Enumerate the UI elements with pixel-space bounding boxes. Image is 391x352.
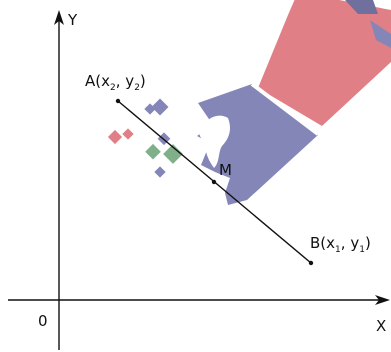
paint-dab-green-1 (145, 143, 161, 160)
point-a-x-sub: 2 (110, 83, 116, 93)
segment-ab (115, 98, 314, 266)
x-axis-arrow-icon (375, 295, 390, 305)
point-m (211, 179, 217, 185)
paint-dab-purple-top (151, 98, 169, 116)
point-a (115, 98, 121, 104)
paint-dab-pink-2 (122, 128, 134, 140)
paint-dab-pink-1 (107, 129, 123, 145)
brush-ferrule (197, 84, 318, 205)
point-a-y-var: y (125, 72, 134, 90)
brush-cap-side (370, 20, 391, 48)
point-b-x-var: x (326, 234, 335, 252)
brush-gap (250, 82, 320, 136)
brush-bristle-tip (199, 115, 230, 168)
point-b-label: B(x1, y1) (310, 234, 371, 255)
coordinate-axes: Y X 0 (8, 10, 390, 350)
y-axis-label: Y (67, 11, 78, 29)
point-b (308, 260, 314, 266)
point-a-x-var: x (101, 72, 110, 90)
paint-brush-icon (107, 0, 391, 205)
point-a-label: A(x2, y2) (85, 72, 146, 93)
point-a-y-sub: 2 (134, 83, 140, 93)
point-a-name: A (85, 72, 96, 90)
origin-label: 0 (38, 312, 48, 330)
x-axis-label: X (376, 317, 386, 335)
y-axis-arrow-icon (54, 10, 64, 25)
paint-dab-green-2 (163, 144, 183, 164)
point-b-name: B (310, 234, 320, 252)
point-m-label: M (219, 161, 232, 179)
point-b-y-var: y (350, 234, 359, 252)
brush-handle (258, 0, 391, 126)
point-b-y-sub: 1 (359, 245, 365, 255)
point-b-x-sub: 1 (335, 245, 341, 255)
paint-dab-purple-low (154, 166, 166, 178)
point-b-sep: , (341, 234, 351, 252)
point-a-sep: , (116, 72, 126, 90)
brush-cap (345, 0, 378, 14)
